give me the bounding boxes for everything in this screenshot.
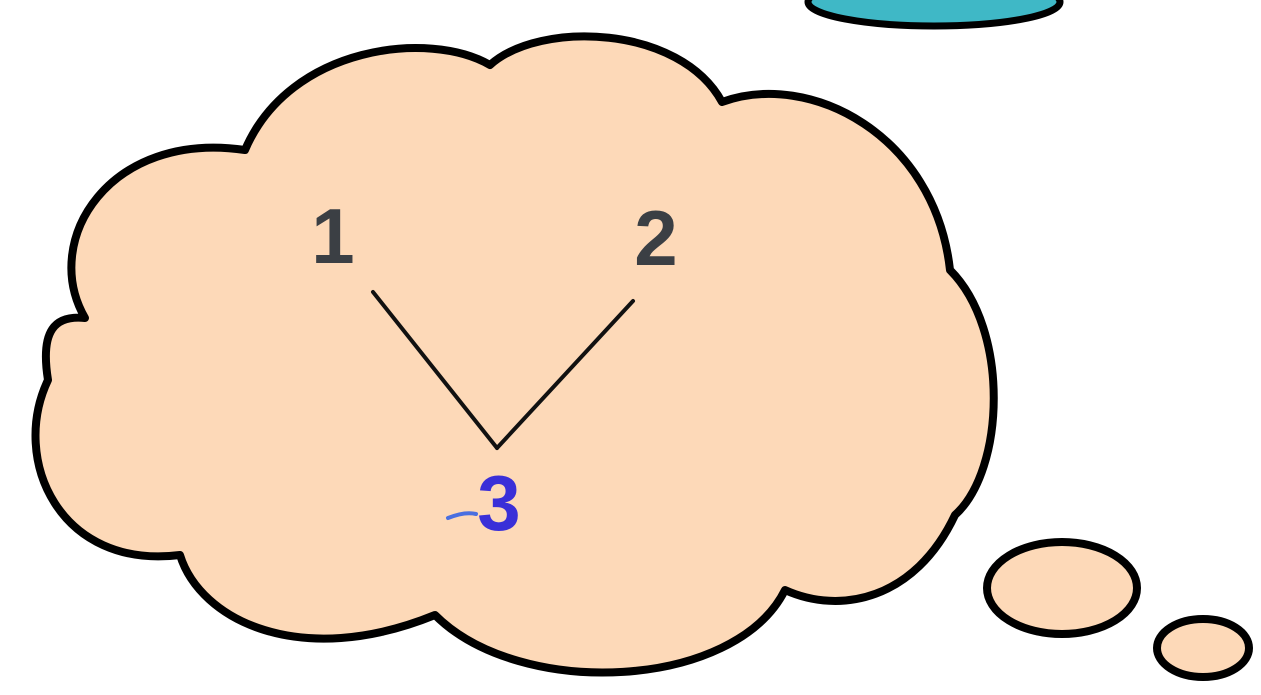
thought-cloud-shape <box>36 36 994 672</box>
thought-bubble-small <box>1157 619 1249 677</box>
bond-part-right: 2 <box>634 194 677 282</box>
thought-bubble-large <box>987 542 1137 634</box>
teal-oval-shape <box>808 0 1060 26</box>
bond-part-left: 1 <box>311 192 354 280</box>
thought-cloud: 1 2 3 <box>36 36 994 672</box>
bond-whole: 3 <box>477 459 520 547</box>
